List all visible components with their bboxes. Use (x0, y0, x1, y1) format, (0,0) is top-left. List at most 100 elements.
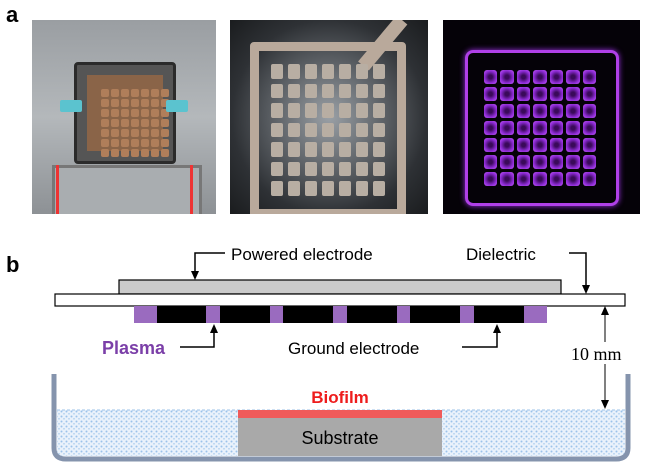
electrode-cell (533, 87, 547, 101)
electrode-cell (484, 155, 498, 169)
electrode-cell (533, 138, 547, 152)
electrode-cell (356, 142, 368, 157)
electrode-cell (516, 121, 531, 135)
plasma-region (524, 306, 547, 323)
electrode-cell (549, 155, 564, 169)
electrode-cell (549, 87, 564, 101)
electrode-cell (161, 99, 169, 107)
electrode-cell (533, 70, 547, 84)
electrode-cell (151, 129, 159, 137)
electrode-cell (131, 99, 139, 107)
electrode-cell (533, 121, 547, 135)
electrode-cell (288, 103, 300, 118)
electrode-cell (271, 181, 283, 196)
electrode-cell (271, 161, 283, 177)
electrode-cell (288, 83, 300, 99)
electrode-cell (484, 87, 498, 101)
electrode-cell (373, 103, 385, 118)
arrow-head-icon (210, 324, 218, 333)
electrode-cell (305, 122, 317, 138)
electrode-cell (549, 104, 564, 118)
electrode-cell (101, 89, 109, 97)
ground-electrode-label: Ground electrode (288, 339, 419, 358)
dielectric (54, 293, 626, 307)
electrode-cell (141, 99, 149, 107)
electrode-cell (500, 138, 514, 152)
electrode-cell (271, 122, 283, 138)
electrode-cell (161, 139, 169, 147)
electrode-cell (500, 155, 514, 169)
electrode-cell (322, 161, 334, 177)
electrode-cell (339, 142, 351, 157)
arrow (194, 252, 225, 272)
electrode-cell (131, 89, 139, 97)
electrode-cell (500, 70, 514, 84)
photo-plasma-discharge (443, 20, 640, 214)
electrode-cell (101, 119, 109, 127)
electrode-cell (121, 149, 129, 157)
photo-device-assembly (32, 20, 216, 214)
electrode-cell (121, 119, 129, 127)
electrode-cell (566, 138, 580, 152)
electrode-cell (500, 87, 514, 101)
electrode-cell (549, 121, 564, 135)
electrode-cell (373, 161, 385, 177)
electrode-cell (161, 89, 169, 97)
electrode-cell (373, 122, 385, 138)
electrode-cell (339, 64, 351, 79)
electrode-cell (582, 172, 596, 186)
electrode-cell (533, 104, 547, 118)
electrode-grid (484, 70, 596, 186)
electrode-cell (356, 122, 368, 138)
electrode-cell (339, 103, 351, 118)
electrode-cell (339, 122, 351, 138)
panel-a-label: a (6, 2, 19, 27)
electrode-cell (141, 149, 149, 157)
arrow-head-icon (601, 400, 609, 409)
electrode-cell (484, 172, 498, 186)
arrow-head-icon (601, 306, 609, 315)
electrode-cell (151, 109, 159, 117)
electrode-cell (141, 129, 149, 137)
petri-dish (51, 374, 631, 462)
electrode-cell (271, 142, 283, 157)
electrode-cell (111, 149, 119, 157)
electrode-grid (271, 64, 385, 196)
electrode-cell (141, 139, 149, 147)
electrode-cell (101, 139, 109, 147)
electrode-cell (356, 83, 368, 99)
electrode-cell (373, 83, 385, 99)
electrode-frame (74, 62, 176, 164)
electrode-cell (271, 83, 283, 99)
electrode-cell (582, 138, 596, 152)
electrode-cell (484, 138, 498, 152)
electrode-cell (322, 103, 334, 118)
plasma-region (397, 306, 410, 323)
electrode-cell (101, 129, 109, 137)
electrode-cell (305, 142, 317, 157)
electrode-cell (566, 172, 580, 186)
electrode-cell (101, 99, 109, 107)
electrode-cell (305, 83, 317, 99)
electrode-cell (322, 142, 334, 157)
electrode-cell (549, 70, 564, 84)
electrode-cell (582, 87, 596, 101)
electrode-cell (484, 70, 498, 84)
electrode-cell (131, 129, 139, 137)
electrode-cell (151, 89, 159, 97)
plasma-region (206, 306, 220, 323)
electrode-cell (373, 181, 385, 196)
biofilm (238, 410, 442, 418)
electrode-cell (141, 109, 149, 117)
clip (166, 100, 188, 112)
electrode-cell (111, 119, 119, 127)
electrode-cell (373, 142, 385, 157)
electrode-cell (582, 104, 596, 118)
electrode-cell (161, 109, 169, 117)
gap-label: 10 mm (571, 344, 622, 364)
electrode-cell (356, 161, 368, 177)
electrode-cell (111, 109, 119, 117)
clip (60, 100, 82, 112)
chamber (52, 165, 202, 214)
